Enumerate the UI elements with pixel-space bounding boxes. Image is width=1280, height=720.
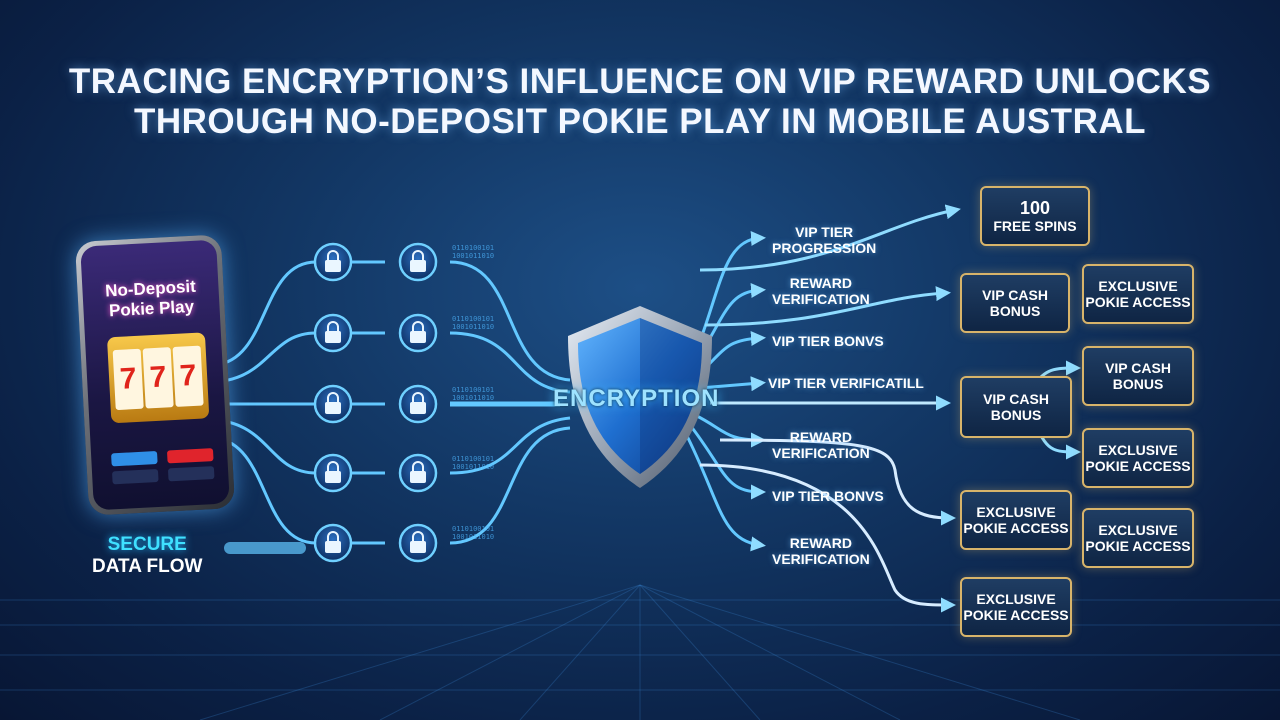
reward-line: BONUS: [990, 407, 1042, 423]
reward-box-free-spins: 100 FREE SPINS: [980, 186, 1090, 246]
flow-label-vip-tier-progression: VIP TIER PROGRESSION: [772, 224, 876, 256]
lock-icon: [398, 384, 438, 424]
reward-line: EXCLUSIVE: [976, 504, 1056, 520]
lock-icon: [398, 453, 438, 493]
svg-text:0110100101: 0110100101: [452, 315, 494, 323]
reward-line: EXCLUSIVE: [1098, 442, 1178, 458]
lock-icon: [313, 384, 353, 424]
slot-machine: 7 7 7: [106, 332, 210, 424]
flow-label-line: VERIFICATION: [772, 551, 870, 567]
reward-box-vip-cash-bonus: VIP CASH BONUS: [960, 273, 1070, 333]
flow-label-line: VIP TIER VERIFICATILL: [768, 375, 924, 391]
lock-icons: [313, 242, 438, 563]
flow-label-line: VERIFICATION: [772, 291, 870, 307]
phone-dark-button-2[interactable]: [167, 466, 215, 482]
slot-reel: 7: [112, 348, 144, 411]
reward-line: BONUS: [1112, 376, 1164, 392]
smartphone: No-Deposit Pokie Play 7 7 7: [74, 234, 236, 516]
floor-grid: [0, 584, 1280, 720]
flow-label-line: VIP TIER BONVS: [772, 488, 884, 504]
reward-line: 100: [1019, 198, 1051, 218]
flow-label-line: PROGRESSION: [772, 240, 877, 256]
lock-icon: [313, 313, 353, 353]
data-flow-label: DATA FLOW: [92, 556, 203, 577]
flow-label-line: REWARD: [789, 535, 852, 551]
lock-to-shield-lines: [350, 260, 571, 545]
encryption-label: ENCRYPTION: [553, 385, 720, 412]
svg-text:1001011010: 1001011010: [452, 323, 494, 331]
reward-line: POKIE ACCESS: [1085, 294, 1191, 310]
reward-box-exclusive-pokie-access-2: EXCLUSIVE POKIE ACCESS: [1082, 428, 1194, 488]
reward-box-vip-cash-bonus-3: VIP CASH BONUS: [960, 376, 1072, 438]
shield-icon: [568, 306, 712, 488]
shield-output-lines: [683, 204, 1081, 613]
phone-dark-button-1[interactable]: [111, 468, 159, 485]
reward-line: POKIE ACCESS: [1085, 538, 1191, 554]
reward-line: FREE SPINS: [993, 218, 1077, 234]
reward-line: VIP CASH: [1105, 360, 1171, 376]
slot-reel: 7: [172, 345, 204, 407]
flow-label-reward-verification: REWARD VERIFICATION: [772, 275, 870, 307]
svg-text:1001011010: 1001011010: [452, 394, 494, 402]
lock-icon: [313, 453, 353, 493]
flow-label-reward-verification-3: REWARD VERIFICATION: [772, 535, 870, 567]
flow-label-line: VERIFICATION: [772, 445, 870, 461]
reward-line: POKIE ACCESS: [963, 607, 1069, 623]
svg-text:0110100101: 0110100101: [452, 244, 494, 252]
lock-icon: [398, 523, 438, 563]
lock-icon: [398, 313, 438, 353]
reward-line: POKIE ACCESS: [1085, 458, 1191, 474]
svg-text:1001011010: 1001011010: [452, 463, 494, 471]
reward-line: BONUS: [989, 303, 1041, 319]
reward-line: EXCLUSIVE: [1098, 278, 1178, 294]
svg-text:0110100101: 0110100101: [452, 525, 494, 533]
reward-box-exclusive-pokie-access-4: EXCLUSIVE POKIE ACCESS: [1082, 508, 1194, 568]
flow-label-reward-verification-2: REWARD VERIFICATION: [772, 429, 870, 461]
flow-label-line: REWARD: [789, 275, 852, 291]
reward-line: POKIE ACCESS: [963, 520, 1069, 536]
flow-label-line: REWARD: [789, 429, 852, 445]
reward-line: EXCLUSIVE: [976, 591, 1056, 607]
svg-text:1001011010: 1001011010: [452, 252, 494, 260]
phone-title: No-Deposit Pokie Play: [82, 276, 220, 323]
page-title-line-2: Through No-Deposit Pokie Play in Mobile …: [134, 102, 1146, 141]
reward-box-exclusive-pokie-access: EXCLUSIVE POKIE ACCESS: [1082, 264, 1194, 324]
reward-line: VIP CASH: [983, 391, 1049, 407]
svg-text:0110100101: 0110100101: [452, 455, 494, 463]
page-title-line-1: Tracing Encryption’s Influence on VIP Re…: [68, 62, 1212, 101]
secure-label: SECURE: [107, 534, 187, 555]
phone-screen: No-Deposit Pokie Play 7 7 7: [80, 239, 230, 511]
reward-box-exclusive-pokie-access-3: EXCLUSIVE POKIE ACCESS: [960, 490, 1072, 550]
phone-blue-button[interactable]: [111, 451, 158, 467]
reward-box-exclusive-pokie-access-5: EXCLUSIVE POKIE ACCESS: [960, 577, 1072, 637]
reward-line: VIP CASH: [982, 287, 1048, 303]
svg-text:1001011010: 1001011010: [452, 533, 494, 541]
secure-data-flow-label: SECURE DATA FLOW: [92, 534, 202, 578]
lock-icon: [398, 242, 438, 282]
flow-label-line: VIP TIER BONVS: [772, 333, 884, 349]
flow-label-vip-tier-bonus: VIP TIER BONVS: [772, 333, 884, 349]
phone-feed-lines: [213, 260, 318, 554]
flow-label-vip-tier-bonus-2: VIP TIER BONVS: [772, 488, 884, 504]
phone-red-button[interactable]: [166, 448, 214, 464]
reward-box-vip-cash-bonus-2: VIP CASH BONUS: [1082, 346, 1194, 406]
lock-icon: [313, 242, 353, 282]
reward-line: EXCLUSIVE: [1098, 522, 1178, 538]
flow-label-line: VIP TIER: [795, 224, 854, 240]
flow-label-vip-tier-verification: VIP TIER VERIFICATILL: [768, 375, 924, 391]
svg-text:0110100101: 0110100101: [452, 386, 494, 394]
lock-icon: [313, 523, 353, 563]
slot-reel: 7: [142, 347, 174, 409]
